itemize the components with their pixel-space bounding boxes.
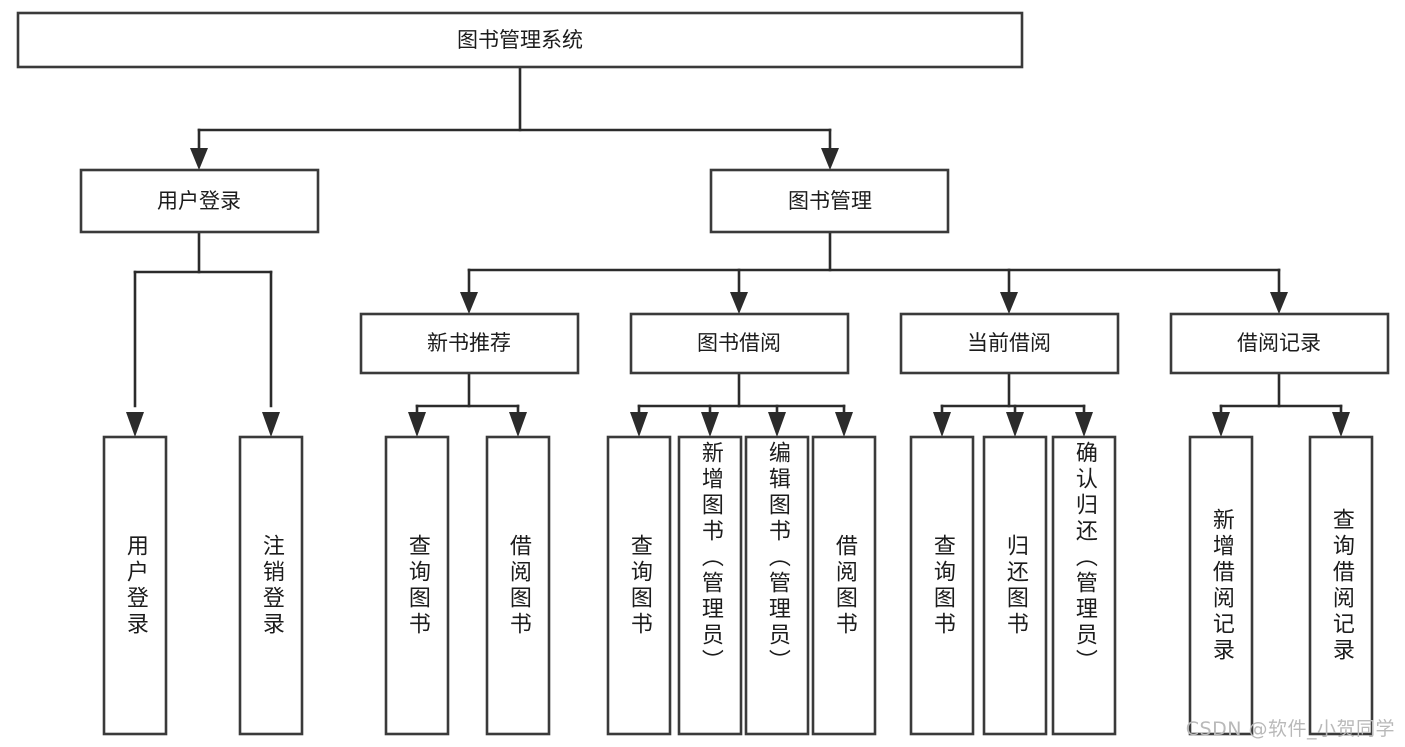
arrow-to-leaf-1 xyxy=(126,412,144,437)
arrow-to-current xyxy=(1000,292,1018,314)
arrow-heads xyxy=(126,148,1350,437)
arrow-to-leaf-2 xyxy=(262,412,280,437)
node-book-management-box[interactable] xyxy=(709,168,950,234)
node-root-box[interactable] xyxy=(16,11,1024,69)
node-borrow-record-label: 借阅记录 xyxy=(1237,331,1321,355)
leaf-box-query-book-current[interactable] xyxy=(909,435,975,736)
leaf-box-return-book[interactable] xyxy=(982,435,1048,736)
leaf-box-borrow-book[interactable] xyxy=(811,435,877,736)
node-current-borrow-box[interactable] xyxy=(899,312,1120,375)
arrow-to-leaf-4 xyxy=(509,412,527,437)
leaf-node-boxes xyxy=(102,435,1374,736)
leaf-box-query-book-newbook[interactable] xyxy=(384,435,450,736)
leaf-box-query-borrow-record[interactable] xyxy=(1308,435,1374,736)
node-new-book-recommend-label: 新书推荐 xyxy=(427,331,511,355)
arrow-to-leaf-7 xyxy=(768,412,786,437)
node-book-borrow[interactable]: 图书借阅 xyxy=(629,312,850,375)
node-root[interactable]: 图书管理系统 xyxy=(16,11,1024,69)
node-book-management-label: 图书管理 xyxy=(788,189,872,213)
csdn-watermark: CSDN @软件_小贺同学 xyxy=(1185,718,1395,740)
arrow-to-leaf-9 xyxy=(933,412,951,437)
node-root-label: 图书管理系统 xyxy=(457,28,583,52)
leaf-box-borrow-book-newbook[interactable] xyxy=(485,435,551,736)
node-current-borrow-label: 当前借阅 xyxy=(967,331,1051,355)
node-new-book-recommend-box[interactable] xyxy=(359,312,580,375)
node-borrow-record[interactable]: 借阅记录 xyxy=(1169,312,1390,375)
arrow-to-newbook xyxy=(460,292,478,314)
arrow-to-leaf-8 xyxy=(835,412,853,437)
node-user-login-box[interactable] xyxy=(79,168,320,234)
node-borrow-record-box[interactable] xyxy=(1169,312,1390,375)
arrow-to-leaf-10 xyxy=(1006,412,1024,437)
arrow-to-leaf-3 xyxy=(408,412,426,437)
node-book-management[interactable]: 图书管理 xyxy=(709,168,950,234)
leaf-box-logout[interactable] xyxy=(238,435,304,736)
arrow-to-bookmgmt xyxy=(821,148,839,170)
arrow-to-userlogin xyxy=(190,148,208,170)
leaf-box-query-book-borrow[interactable] xyxy=(606,435,672,736)
leaf-box-edit-book-admin[interactable] xyxy=(744,435,810,736)
leaf-box-add-borrow-record[interactable] xyxy=(1188,435,1254,736)
leaf-box-user-login[interactable] xyxy=(102,435,168,736)
arrow-to-leaf-5 xyxy=(630,412,648,437)
node-book-borrow-label: 图书借阅 xyxy=(697,331,781,355)
node-user-login-label: 用户登录 xyxy=(157,189,241,213)
node-new-book-recommend[interactable]: 新书推荐 xyxy=(359,312,580,375)
node-book-borrow-box[interactable] xyxy=(629,312,850,375)
arrow-to-leaf-12 xyxy=(1212,412,1230,437)
arrow-to-leaf-13 xyxy=(1332,412,1350,437)
node-user-login[interactable]: 用户登录 xyxy=(79,168,320,234)
leaf-box-confirm-return-admin[interactable] xyxy=(1051,435,1117,736)
node-current-borrow[interactable]: 当前借阅 xyxy=(899,312,1120,375)
arrow-to-leaf-11 xyxy=(1075,412,1093,437)
leaf-box-add-book-admin[interactable] xyxy=(677,435,743,736)
arrow-to-borrow xyxy=(730,292,748,314)
arrow-to-record xyxy=(1270,292,1288,314)
arrow-to-leaf-6 xyxy=(701,412,719,437)
